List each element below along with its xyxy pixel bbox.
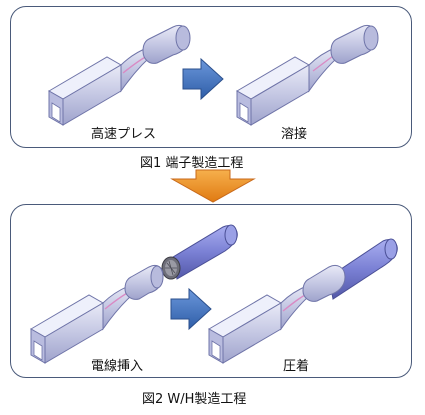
down-arrow-icon xyxy=(170,169,256,203)
step-label-weld: 溶接 xyxy=(281,127,308,142)
terminal-welded-illustration xyxy=(236,24,379,126)
figure1-caption: 図1 端子製造工程 xyxy=(140,156,244,171)
process-arrow-icon xyxy=(182,57,224,101)
figure2-panel: 電線挿入 圧着 xyxy=(10,204,412,378)
figure2-caption: 図2 W/H製造工程 xyxy=(142,392,247,407)
terminal-pressed-illustration xyxy=(48,24,191,126)
wire-illustration xyxy=(161,224,238,280)
step-label-press: 高速プレス xyxy=(91,127,157,142)
terminal-crimped-illustration xyxy=(208,238,398,364)
terminal-before-insertion-illustration xyxy=(30,264,164,364)
figure1-illustration xyxy=(48,24,379,126)
process-arrow-icon xyxy=(170,287,212,331)
step-label-crimping: 圧着 xyxy=(283,359,310,374)
step-label-wire-insertion: 電線挿入 xyxy=(91,359,144,374)
figure2-illustration xyxy=(30,224,398,364)
figure1-panel: 高速プレス 溶接 xyxy=(10,6,412,148)
